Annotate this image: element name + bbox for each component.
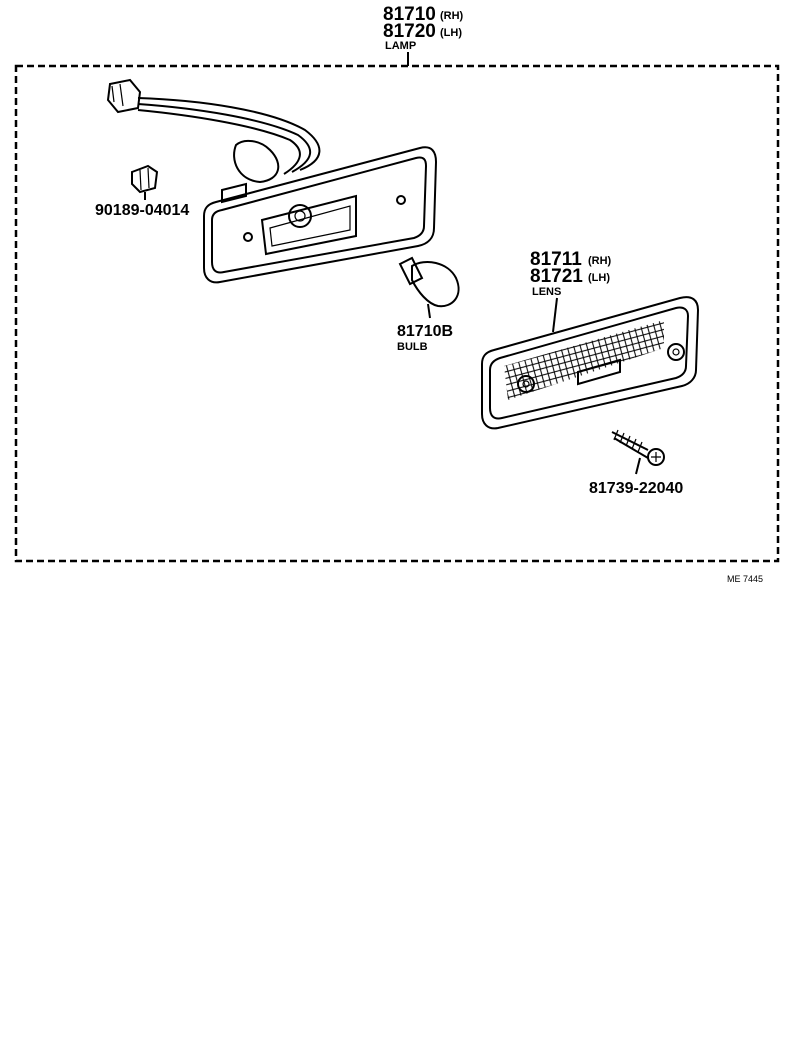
lamp-side-lh: (LH)	[440, 27, 462, 39]
socket-illustration	[131, 164, 159, 200]
lamp-name: LAMP	[385, 40, 416, 52]
bulb-illustration	[398, 256, 460, 319]
lens-part-number-rh: 81711	[530, 249, 582, 270]
reference-code-label: ME 7445	[727, 574, 763, 584]
assembly-boundary	[14, 64, 780, 563]
lamp-side-rh: (RH)	[440, 10, 464, 22]
lamp-part-number-rh: 81710	[383, 4, 436, 25]
lens-side-rh: (RH)	[588, 255, 612, 267]
screw-illustration	[611, 429, 665, 475]
lens-name: LENS	[532, 286, 561, 298]
screw-part-number: 81739-22040	[589, 480, 683, 497]
lens-part-number-lh: 81721	[530, 266, 583, 287]
socket-part-number: 90189-04014	[95, 202, 189, 219]
bulb-part-number: 81710B	[397, 323, 453, 340]
lamp-callout: 81710 (RH) 81720 (LH) LAMP	[383, 4, 464, 52]
lamp-part-number-lh: 81720	[383, 21, 436, 42]
bulb-name: BULB	[397, 341, 428, 353]
lens-side-lh: (LH)	[588, 272, 610, 284]
lens-illustration	[481, 296, 700, 430]
lamp-housing-illustration	[203, 146, 438, 284]
lens-callout: 81711 (RH) 81721 (LH) LENS	[530, 249, 612, 333]
wire-harness-illustration	[106, 78, 321, 184]
